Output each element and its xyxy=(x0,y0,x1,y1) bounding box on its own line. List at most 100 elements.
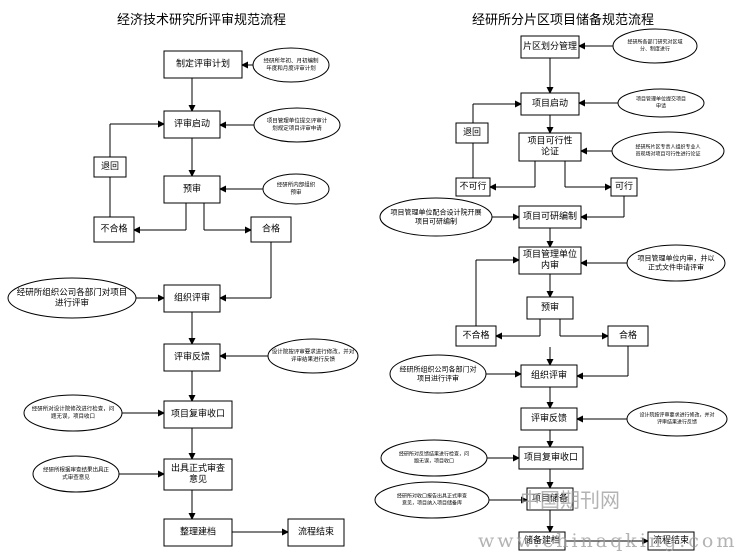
left-diagram-title: 经济技术研究所评审规范流程 xyxy=(117,13,287,28)
note-feedback-right-outline xyxy=(626,401,728,437)
box-organize-right: 组织评审 xyxy=(520,364,578,388)
label-line: 评审反馈 xyxy=(531,412,567,424)
box-pre-review-frame xyxy=(163,175,221,204)
box-fail: 不合格 xyxy=(93,216,135,243)
label-line: 经研所组织公司各部门对 xyxy=(400,365,477,374)
label-line: 分、制度进行 xyxy=(640,46,670,53)
box-review-start-frame xyxy=(163,110,221,139)
label-line: 退回 xyxy=(101,161,119,172)
label-line: 项目复审收口 xyxy=(171,408,225,420)
box-feedback-right: 评审反馈 xyxy=(520,407,578,431)
label-line: 合格 xyxy=(262,223,280,235)
label-line: 划规定项目评审申请 xyxy=(272,124,322,132)
box-back: 退回 xyxy=(93,156,127,178)
label-line: 不合格 xyxy=(462,329,489,341)
note-organize-right-outline xyxy=(389,354,487,394)
box-pass-right-frame xyxy=(607,325,649,347)
box-organize-review-frame xyxy=(163,284,221,313)
label-line: 制定评审计划 xyxy=(176,58,230,70)
label-line: 不合格 xyxy=(100,223,127,235)
box-pass: 合格 xyxy=(250,216,292,243)
label-line: 项目可行性 xyxy=(527,135,572,147)
label-line: 退回 xyxy=(463,127,481,138)
label-line: 设计院按评审要求进行修改，并对 xyxy=(272,347,355,355)
note-project-apply-outline xyxy=(617,88,705,118)
label-line: 预审 xyxy=(290,188,302,196)
label-line: 式审查意见 xyxy=(62,473,90,481)
note-reserve-opinion-outline xyxy=(374,481,490,519)
box-project-start: 项目启动 xyxy=(520,92,580,116)
label-line: 流程结束 xyxy=(653,534,689,546)
box-recheck-right-frame xyxy=(518,446,584,470)
watermark-cn: 中国期刊网 xyxy=(520,488,620,512)
box-review-start: 评审启动 xyxy=(163,110,221,139)
box-project-start-frame xyxy=(520,92,580,116)
box-feasible: 可行 xyxy=(610,177,638,197)
box-fail-right-frame xyxy=(455,325,497,347)
note-prep-support-outline xyxy=(379,197,493,237)
label-line: 不可行 xyxy=(459,180,486,192)
note-recheck-right-outline xyxy=(380,439,488,477)
label-line: 申请 xyxy=(656,103,666,110)
label-line: 经研所对设计院修改进行检查，问 xyxy=(32,404,115,412)
box-feasibility-prep-frame xyxy=(518,205,582,229)
box-end: 流程结束 xyxy=(287,518,345,547)
note-organize-outline xyxy=(7,277,137,319)
box-end-right: 流程结束 xyxy=(647,531,695,551)
note-zone-study-outline xyxy=(612,28,698,64)
box-plan-review-frame xyxy=(163,50,243,79)
label-line: 项目复审收口 xyxy=(524,451,578,463)
label-line: 正式文件申请评审 xyxy=(648,263,704,272)
label-line: 项目进行评审 xyxy=(417,374,459,383)
label-line: 流程结束 xyxy=(298,526,334,538)
label-line: 题无误，项目收口 xyxy=(414,458,454,465)
box-feasible-frame xyxy=(610,177,638,197)
label-line: 储备建档 xyxy=(524,534,560,546)
label-line: 设计院按评审要求进行修改，并对 xyxy=(639,412,714,419)
box-recheck: 项目复审收口 xyxy=(163,400,233,429)
box-recheck-right: 项目复审收口 xyxy=(518,446,584,470)
box-pass-right: 合格 xyxy=(607,325,649,347)
box-not-feasible: 不可行 xyxy=(455,177,491,197)
label-line: 评审结果进行反馈 xyxy=(291,355,336,363)
label-line: 经研所组织公司各部门对项目 xyxy=(17,287,128,298)
box-zone-management-frame xyxy=(520,35,580,59)
note-mgmt-internal-outline xyxy=(626,244,726,282)
box-end-frame xyxy=(287,518,345,547)
label-line: 项目管理单位提交项目 xyxy=(636,96,686,103)
box-reserve-archive: 储备建档 xyxy=(518,531,566,551)
label-line: 经研所片区专责人组织专业人 xyxy=(635,144,700,151)
box-pre-review: 预审 xyxy=(163,175,221,204)
label-line: 预审 xyxy=(183,183,201,195)
box-pass-frame xyxy=(250,216,292,243)
box-organize-review: 组织评审 xyxy=(163,284,221,313)
label-line: 片区划分管理 xyxy=(523,40,577,52)
label-line: 意见，项目纳入项目储备库 xyxy=(402,500,462,507)
note-feasibility-outline xyxy=(611,131,725,171)
label-line: 项目启动 xyxy=(532,97,568,109)
box-pre-review-right: 预审 xyxy=(526,296,574,320)
label-line: 题无误，项目收口 xyxy=(51,412,95,420)
label-line: 项目管理单位配合设计院开展 xyxy=(391,208,482,217)
label-line: 项目管理单位内审，并以 xyxy=(638,254,715,263)
box-organize-right-frame xyxy=(520,364,578,388)
note-recheck-outline xyxy=(23,394,123,432)
label-line: 经研所对收口报告出具正式审查 xyxy=(397,493,467,500)
box-archive-frame xyxy=(163,518,233,547)
label-line: 预审 xyxy=(541,301,559,313)
box-formal-opinion-frame xyxy=(163,458,233,491)
box-mgmt-internal: 项目管理单位内审 xyxy=(518,246,582,275)
label-line: 整理建档 xyxy=(180,526,216,538)
label-line: 项目管理单位 xyxy=(523,248,577,260)
label-line: 评审启动 xyxy=(174,118,210,130)
